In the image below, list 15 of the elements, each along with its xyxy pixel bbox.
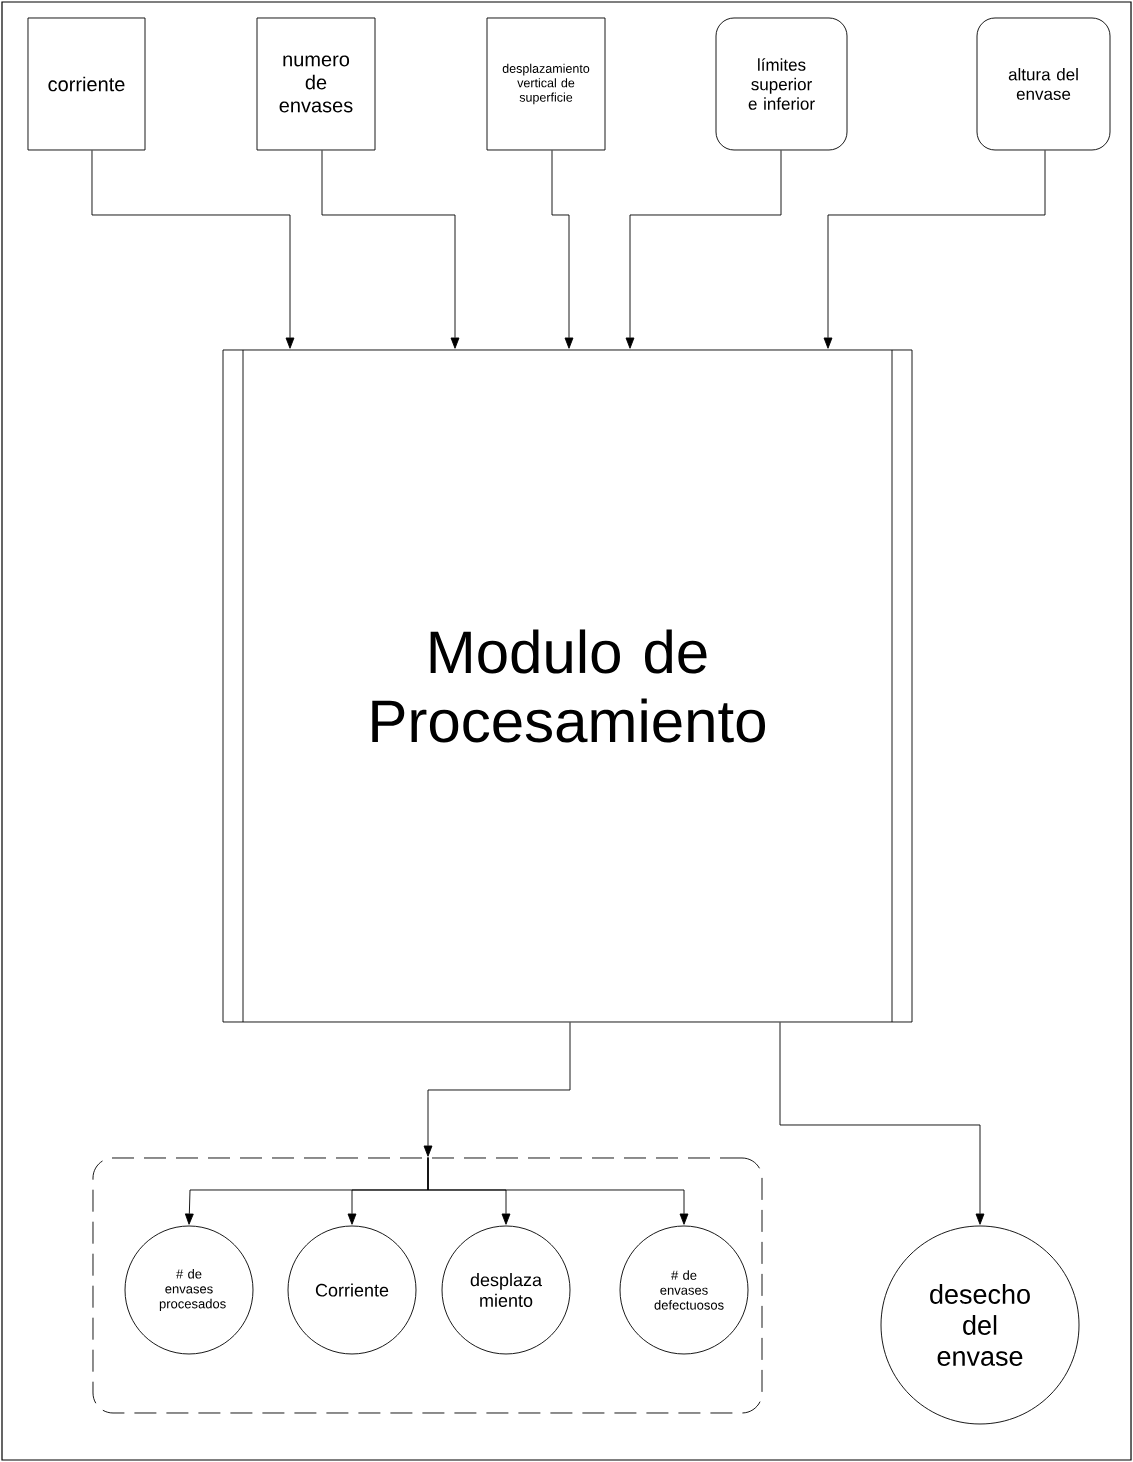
- input-box: límites superior e inferior: [715, 17, 848, 151]
- arrow: [625, 150, 782, 349]
- arrow: [321, 150, 460, 349]
- group-box: [92, 1157, 763, 1414]
- arrow: [91, 150, 295, 349]
- arrow: [779, 1022, 985, 1225]
- arrow: [551, 150, 574, 349]
- input-box: desplazamiento vertical de superficie: [486, 17, 606, 151]
- arrow: [823, 150, 1046, 349]
- input-box: altura del envase: [976, 17, 1111, 151]
- arrow: [427, 1157, 689, 1225]
- arrow: [423, 1022, 571, 1157]
- input-box: corriente: [27, 17, 146, 151]
- input-box: numero de envases: [256, 17, 376, 151]
- process-box: Modulo de Procesamiento: [222, 349, 913, 1023]
